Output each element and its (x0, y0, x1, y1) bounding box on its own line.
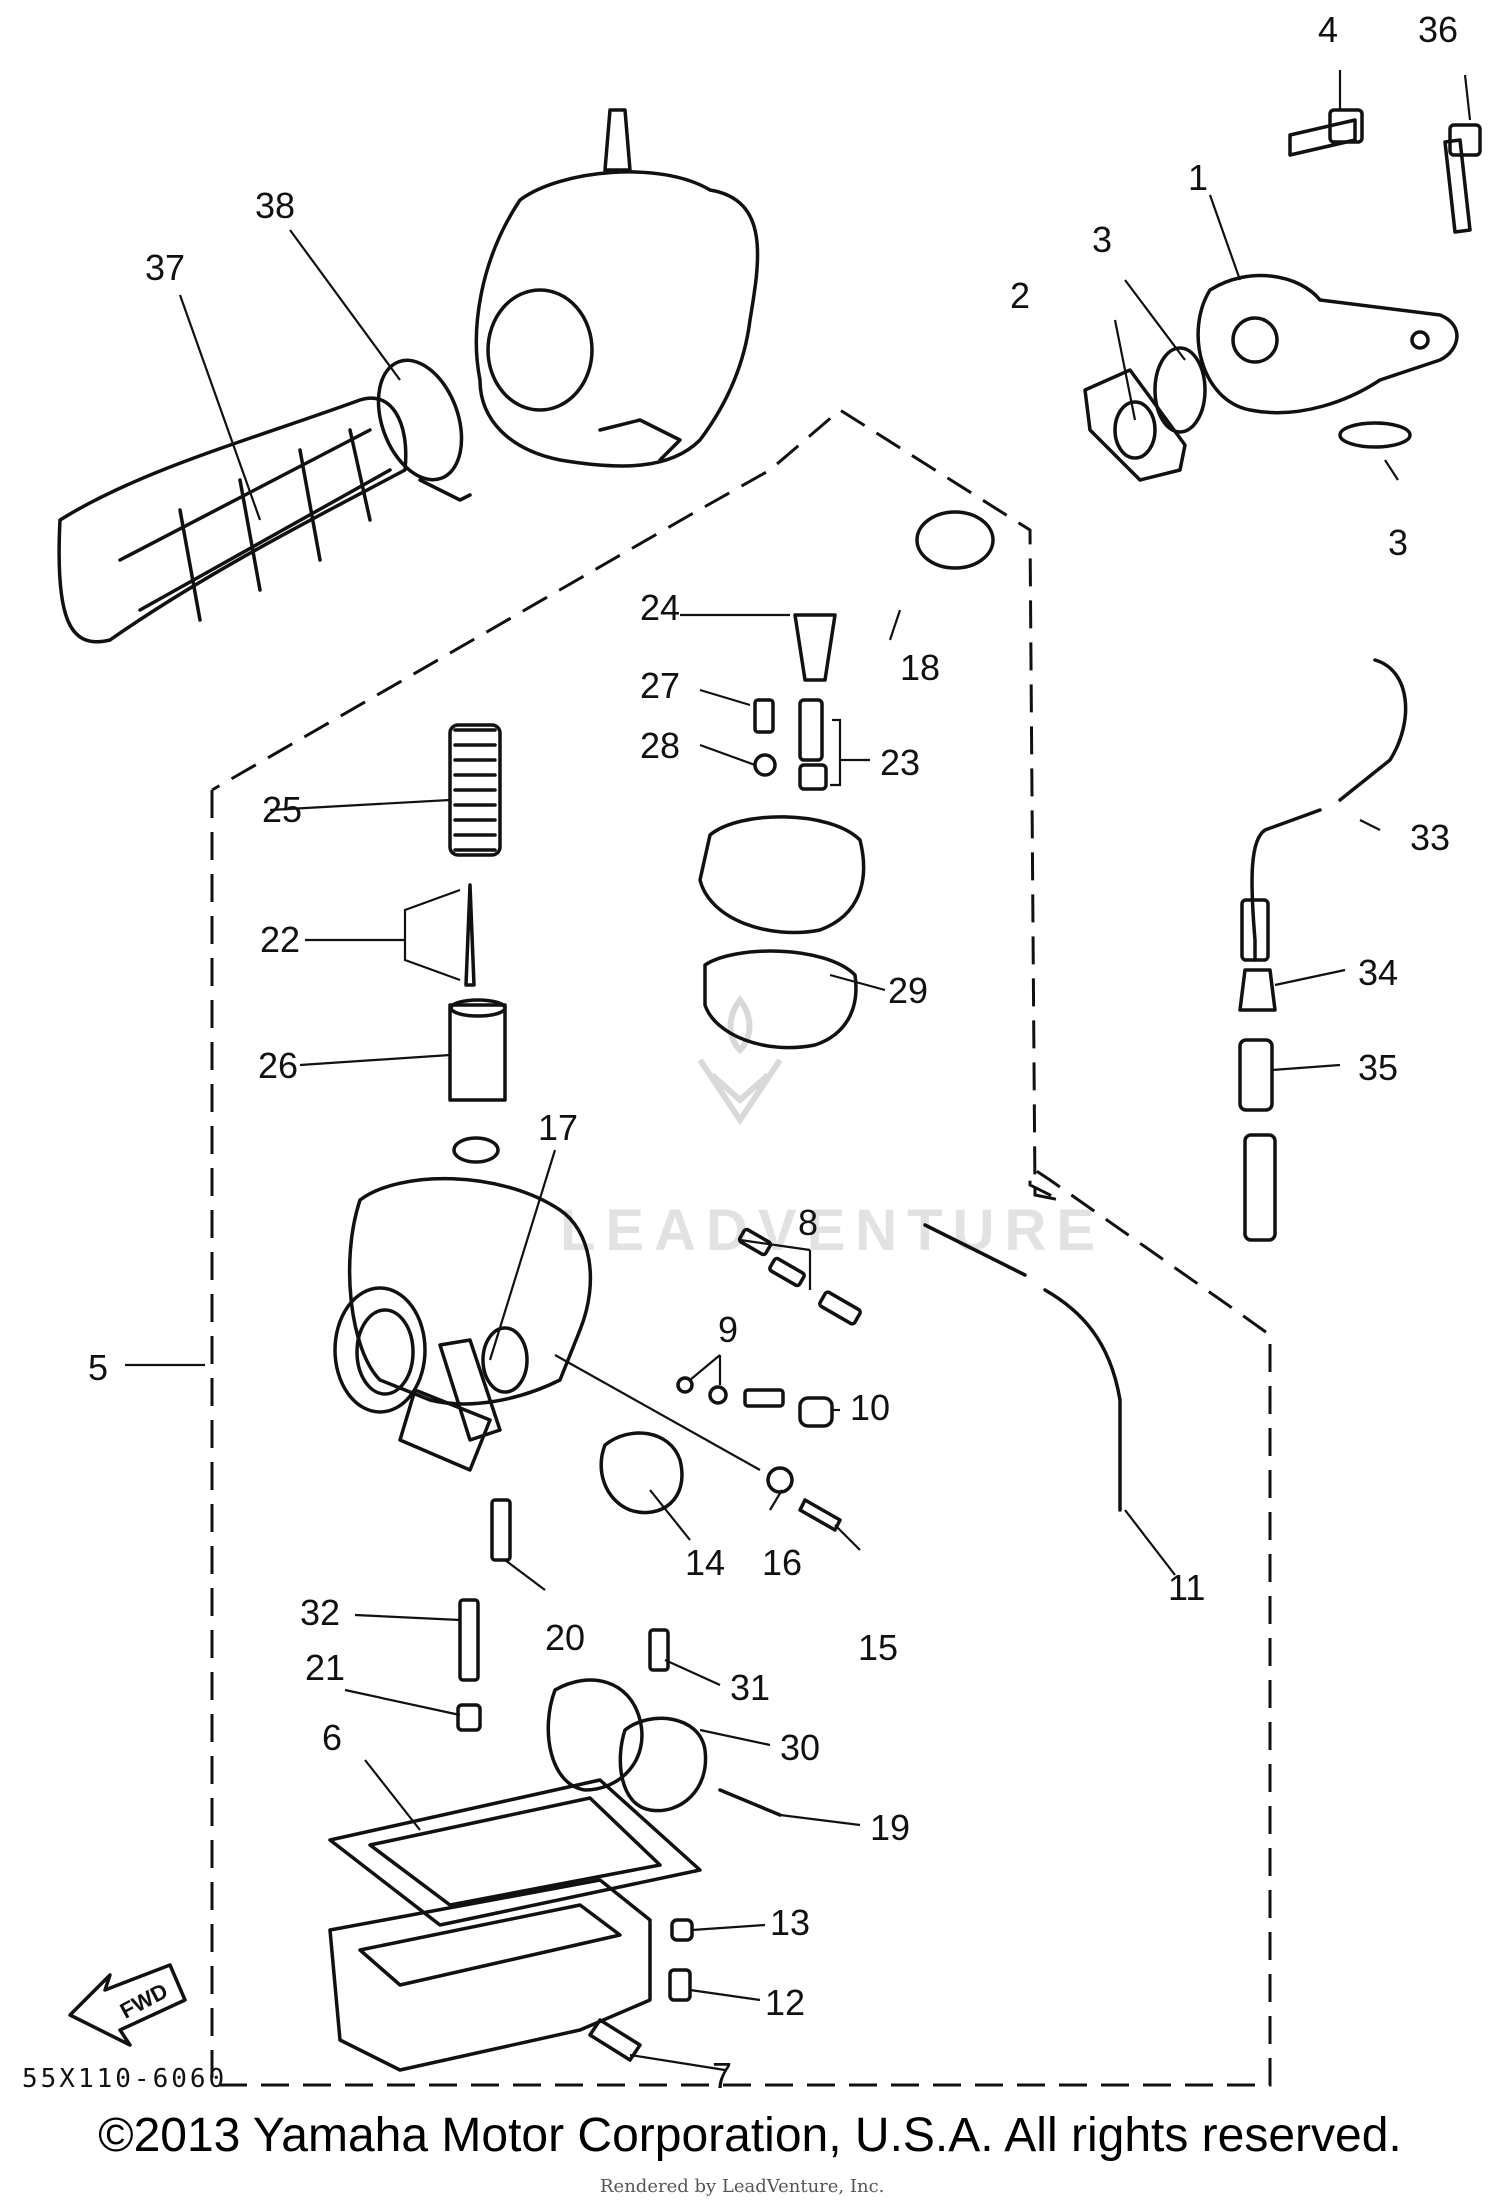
callout-38: 38 (255, 185, 295, 226)
hose-end (1240, 898, 1270, 962)
callout-25: 25 (262, 789, 302, 830)
callout-3-lower: 3 (1388, 522, 1408, 563)
jet-needle (464, 883, 476, 987)
callout-27: 27 (640, 665, 680, 706)
callout-34: 34 (1358, 952, 1398, 993)
callout-23: 23 (880, 742, 920, 783)
callout-14: 14 (685, 1542, 725, 1583)
float-30 (546, 1678, 708, 1813)
valve-washer (452, 1136, 500, 1164)
screw-15 (798, 1498, 842, 1532)
insulator-plate (1083, 368, 1187, 482)
gasket-18 (915, 510, 995, 570)
callout-15: 15 (858, 1627, 898, 1668)
cap-24 (793, 613, 837, 682)
fwd-label: FWD (116, 1978, 172, 2024)
spring-16 (766, 1466, 794, 1494)
callout-7: 7 (712, 2055, 732, 2096)
assembly-outline (210, 408, 1272, 2087)
pilot-jet-31 (648, 1628, 670, 1672)
callout-31: 31 (730, 1667, 770, 1708)
callout-17: 17 (538, 1107, 578, 1148)
callout-12: 12 (765, 1982, 805, 2023)
callout-19: 19 (870, 1807, 910, 1848)
cover-gasket (703, 949, 858, 1050)
callout-6: 6 (322, 1717, 342, 1758)
top-cover (698, 815, 866, 935)
callout-13: 13 (770, 1902, 810, 1943)
callout-21: 21 (305, 1647, 345, 1688)
callout-35: 35 (1358, 1047, 1398, 1088)
callout-5: 5 (88, 1347, 108, 1388)
carburetor-top-body (474, 108, 760, 468)
screw-12 (668, 1968, 692, 2002)
drain-hose (1238, 1038, 1274, 1112)
drain-screw (588, 2018, 642, 2062)
fitting-23 (798, 698, 828, 791)
callout-1: 1 (1188, 157, 1208, 198)
callout-29: 29 (888, 970, 928, 1011)
watermark-logo (697, 994, 783, 1126)
callout-36: 36 (1418, 9, 1458, 50)
watermark-text: LEADVENTURE (560, 1198, 1105, 1263)
intake-manifold (1196, 273, 1459, 415)
callout-16: 16 (762, 1542, 802, 1583)
callout-20: 20 (545, 1617, 585, 1658)
render-credit: Rendered by LeadVenture, Inc. (600, 2176, 885, 2197)
vent-hose-33 (1250, 658, 1408, 962)
callout-26: 26 (258, 1045, 298, 1086)
carburetor-main-body (333, 1176, 593, 1442)
fwd-arrow: FWD (68, 1963, 187, 2047)
washer-28 (753, 753, 777, 777)
cover-cap (599, 1431, 684, 1515)
o-ring-lower (1338, 421, 1412, 449)
callout-3-upper: 3 (1092, 219, 1112, 260)
hose-clamp (376, 358, 472, 502)
callout-18: 18 (900, 647, 940, 688)
callout-9: 9 (718, 1309, 738, 1350)
callout-28: 28 (640, 725, 680, 766)
float-chamber (328, 1878, 652, 2072)
callout-37: 37 (145, 247, 185, 288)
float-chamber-gasket (328, 1778, 702, 1927)
pilot-screw-set (737, 1227, 862, 1326)
bolt-4 (1288, 108, 1364, 157)
hose-joint (1238, 968, 1277, 1012)
air-intake-hose (57, 396, 408, 644)
callout-labels: 1 2 3 3 4 5 6 7 8 9 10 11 12 13 14 15 16… (88, 9, 1458, 2096)
choke-lever (398, 1388, 492, 1472)
callout-24: 24 (640, 587, 680, 628)
callout-32: 32 (300, 1592, 340, 1633)
air-screw-set (676, 1376, 785, 1408)
callout-33: 33 (1410, 817, 1450, 858)
callout-4: 4 (1318, 9, 1338, 50)
plug-10 (798, 1396, 834, 1428)
o-ring-upper (1153, 346, 1207, 434)
callout-10: 10 (850, 1387, 890, 1428)
callout-2: 2 (1010, 275, 1030, 316)
throttle-valve (448, 1003, 507, 1102)
callout-8: 8 (798, 1202, 818, 1243)
needle-jet-32 (458, 1598, 480, 1682)
screw-27 (753, 698, 775, 734)
drawing-code: 55X110-6060 (22, 2064, 228, 2094)
bolt-36 (1443, 123, 1482, 234)
main-jet-20 (490, 1498, 512, 1562)
callout-22: 22 (260, 919, 300, 960)
callout-30: 30 (780, 1727, 820, 1768)
float-pin (718, 1788, 782, 1817)
leader-lines (125, 70, 1472, 2072)
overflow-hose (923, 1223, 1122, 1512)
callout-11: 11 (1168, 1567, 1205, 1608)
washer-13 (670, 1918, 694, 1942)
drain-hose-lower (1243, 1133, 1277, 1242)
copyright-notice: ©2013 Yamaha Motor Corporation, U.S.A. A… (98, 2109, 1402, 2162)
spring-25 (448, 723, 502, 857)
jet-21 (456, 1703, 482, 1732)
